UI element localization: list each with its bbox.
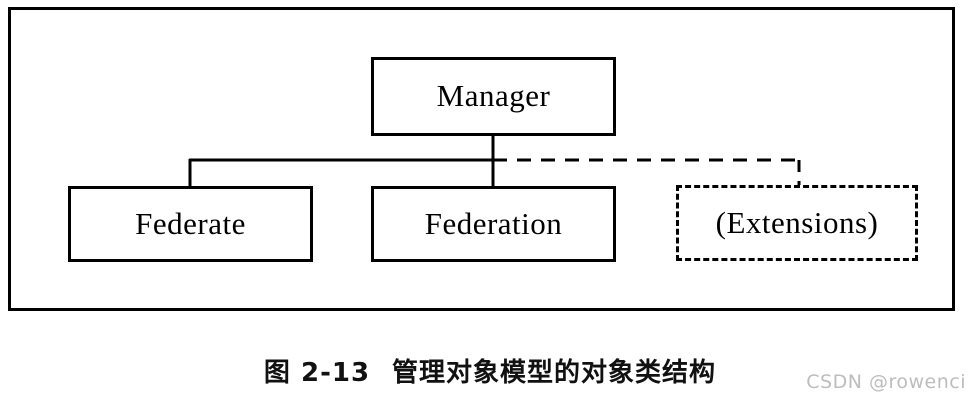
class-box-manager[interactable]: Manager bbox=[371, 57, 616, 136]
figure-caption: 图 2-13 管理对象模型的对象类结构 bbox=[0, 358, 980, 388]
class-label-federate: Federate bbox=[135, 205, 246, 241]
figure-frame: Manager Federate Federation (Extensions) bbox=[8, 7, 955, 311]
caption-title: 管理对象模型的对象类结构 bbox=[392, 358, 717, 388]
class-box-extensions[interactable]: (Extensions) bbox=[676, 185, 918, 261]
class-label-manager: Manager bbox=[436, 78, 551, 113]
watermark-text: CSDN @rowenci bbox=[806, 371, 966, 393]
class-box-federate[interactable]: Federate bbox=[68, 186, 313, 262]
caption-number: 图 2-13 bbox=[263, 358, 371, 388]
class-label-federation: Federation bbox=[424, 205, 563, 241]
class-label-extensions: (Extensions) bbox=[715, 204, 879, 240]
class-box-federation[interactable]: Federation bbox=[371, 186, 616, 262]
connector-lines bbox=[188, 129, 801, 187]
